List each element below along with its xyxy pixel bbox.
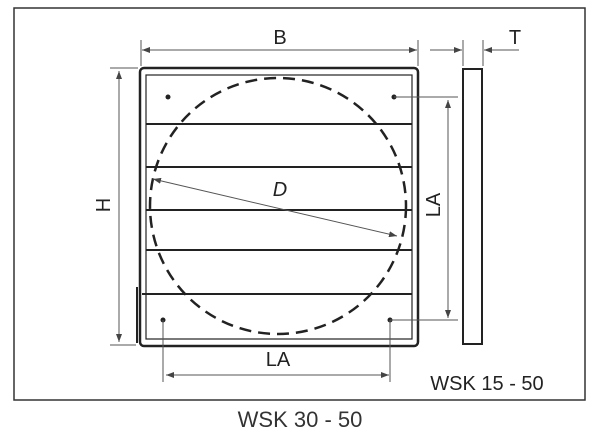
label-h: H — [93, 198, 115, 212]
label-d: D — [273, 179, 287, 201]
label-b: B — [273, 27, 286, 49]
slats — [142, 123, 412, 295]
caption: WSK 30 - 50 — [237, 407, 363, 432]
grille-frame — [136, 66, 420, 348]
outer-border — [13, 7, 586, 401]
label-model-inner: WSK 15 - 50 — [430, 373, 543, 395]
label-la-horizontal: LA — [266, 349, 291, 371]
label-la-vertical: LA — [423, 192, 445, 217]
duct-circle — [148, 76, 408, 336]
label-t: T — [509, 27, 521, 49]
dim-d — [152, 177, 398, 238]
side-view — [462, 68, 483, 345]
